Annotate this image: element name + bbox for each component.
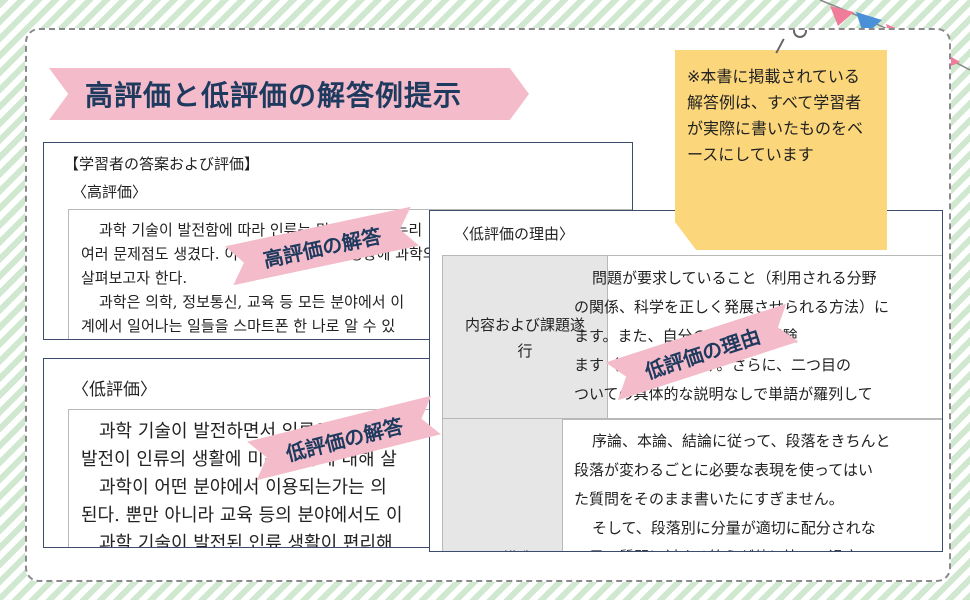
row-category: 内容および課題遂行 — [443, 256, 608, 419]
text-line: そして、段落別に分量が適切に配分されな — [592, 519, 876, 537]
text-line: た質問をそのまま書いたにすぎません。 — [574, 490, 844, 508]
page-title: 高評価と低評価の解答例提示 — [85, 79, 463, 112]
text-line: 살펴보고자 한다. — [81, 269, 188, 287]
title-banner — [49, 68, 529, 120]
text-line: 과학은 의학, 정보통신, 교육 등 모든 분야에서 이 — [99, 293, 405, 311]
text-line: 과학이 어떤 분야에서 이용되는가는 의 — [99, 477, 387, 498]
high-eval-text: 과학 기술이 발전함에 따라 인류는 많은 혜택을 누리 여러 문제점도 생겼다… — [68, 209, 632, 339]
table-row: 展開構造 序論、本論、結論に従って、段落をきちんと 段落が変わるごとに必要な表現… — [442, 418, 942, 551]
text-line: 段落が変わるごとに必要な表現を使ってはい — [574, 461, 873, 479]
row-description: 序論、本論、結論に従って、段落をきちんと 段落が変わるごとに必要な表現を使っては… — [564, 419, 942, 551]
text-line: の関係、科学を正しく発展させられる方法）に — [574, 298, 890, 316]
low-eval-label: 〈低評価〉 — [72, 380, 157, 400]
text-line: 序論、本論、結論に従って、段落をきちんと — [592, 432, 891, 450]
sticky-note: ※本書に掲載されている解答例は、すべて学習者が実際に書いたものをベースにしていま… — [675, 50, 887, 250]
text-line: 問題が要求していること（利用される分野 — [592, 269, 877, 287]
pin-head-icon — [793, 30, 807, 38]
high-eval-label: 〈高評価〉 — [72, 183, 148, 201]
text-line: 된다. 뿐만 아니라 교육 등의 분야에서도 이 — [81, 505, 403, 526]
content-frame: 高評価と低評価の解答例提示 【学習者の答案および評価】 〈高評価〉 과학 기술이… — [25, 28, 951, 582]
sample-card-header: 【学習者の答案および評価】 — [64, 155, 260, 173]
text-line: 과학 기술이 발전된 인류 생활이 편리해 — [99, 533, 393, 548]
reason-table: 内容および課題遂行 問題が要求していること（利用される分野 の関係、科学を正しく… — [442, 255, 942, 551]
low-reason-label: 〈低評価の理由〉 — [454, 225, 575, 243]
text-line: つ目の質問に対する答えが他に比べて過度 — [574, 543, 932, 551]
text-line: 계에서 일어나는 일들을 스마트폰 한 나로 알 수 있 — [81, 317, 396, 335]
row-category: 展開構造 — [443, 419, 563, 551]
low-eval-text: 과학 기술이 발전하면서 인류의 생활이 크게 발전이 인류의 생활에 미친 영… — [68, 409, 604, 547]
low-reason-card: 〈低評価の理由〉 内容および課題遂行 問題が要求していること（利用される分野 の… — [429, 210, 943, 552]
